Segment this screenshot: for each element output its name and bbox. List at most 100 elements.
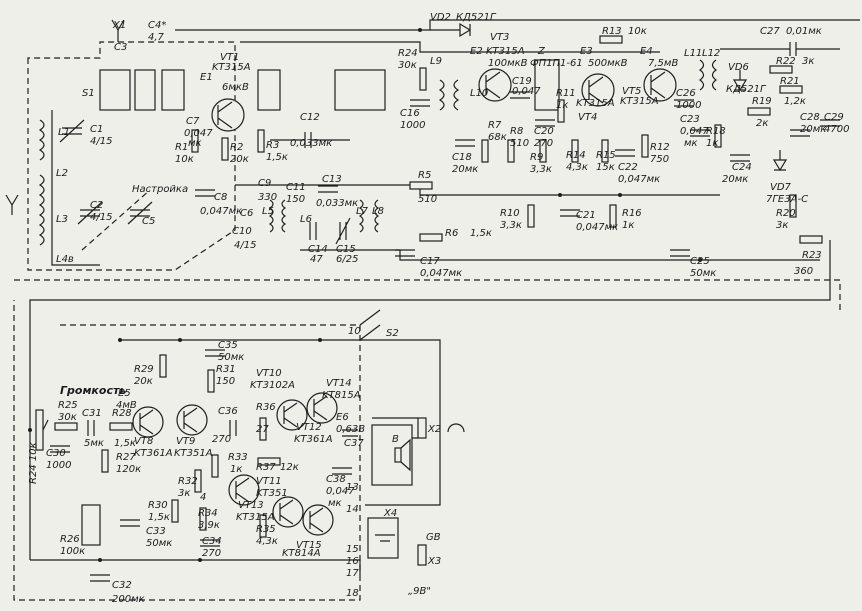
capacitor-c17 <box>395 249 415 257</box>
resistor-r6 <box>419 233 443 242</box>
capacitor-c14 <box>309 222 317 240</box>
resistor-r10 <box>527 204 535 228</box>
label-c12-value: 0,033мк <box>290 138 332 149</box>
label-l7: L7 <box>356 206 369 217</box>
label-vt5: VT5 <box>622 86 641 97</box>
capacitor-c36 <box>229 420 237 436</box>
label-x3: X3 <box>427 556 441 567</box>
transistor-vt4 <box>581 73 615 107</box>
transistor-vt5 <box>643 68 677 102</box>
label-r2-value: 20к <box>230 154 249 165</box>
label-c15: C15 <box>336 244 356 255</box>
label-c19-value: 0,047 <box>512 86 541 97</box>
audio-ground-rail <box>30 559 361 575</box>
resistor-r29 <box>159 354 167 378</box>
label-c9-value: 330 <box>258 192 277 203</box>
label-r35: R35 <box>256 524 276 535</box>
label-c25-value: 50мк <box>690 268 716 279</box>
label-vt1: VT1 <box>220 52 239 63</box>
label-l8: L8 <box>372 206 384 217</box>
label-c28-value: 20мк <box>800 124 826 135</box>
rf-upper-bus <box>240 41 660 53</box>
resistor-r14 <box>571 139 579 163</box>
label-c32: C32 <box>112 580 132 591</box>
label-c18: C18 <box>452 152 472 163</box>
label-r24-top: R24 <box>398 48 418 59</box>
label-l12: L12 <box>702 48 720 59</box>
label-c4-value: 4,7 <box>148 32 165 43</box>
label-r28-value: 1,5к <box>114 438 136 449</box>
label-s1: S1 <box>82 88 95 99</box>
label-c30: C30 <box>46 448 66 459</box>
capacitor-c15 <box>335 217 351 245</box>
label-vt13-type: KT315A <box>236 512 275 523</box>
resistor-r24-top <box>419 67 427 91</box>
label-vt1-type: KT315A <box>212 62 251 73</box>
label-r6: R6 <box>445 228 458 239</box>
label-x1: X1 <box>112 20 126 31</box>
label-r30: R30 <box>148 500 168 511</box>
label-vt4-type: KT315A <box>576 98 615 109</box>
label-c7-value: 0,047 <box>184 128 213 139</box>
coil-l2-l4 <box>38 174 45 246</box>
diode-vd6 <box>732 70 748 92</box>
label-r20: R20 <box>776 208 796 219</box>
label-r34-value: 3,9к <box>198 520 220 531</box>
label-gromkost: Громкость <box>60 384 126 397</box>
resistor-r12 <box>641 134 649 158</box>
label-pin-13: 13 <box>346 482 359 493</box>
label-c31-value: 5мк <box>84 438 104 449</box>
label-c33-value: 50мк <box>146 538 172 549</box>
tuning-gang-linkage <box>81 189 151 251</box>
label-r26: R26 <box>60 534 80 545</box>
label-c8: C8 <box>214 192 227 203</box>
volume-wiper <box>42 419 49 431</box>
label-r10-value: 3,3к <box>500 220 522 231</box>
label-c13: C13 <box>322 174 342 185</box>
capacitor-c29 <box>820 119 840 127</box>
capacitor-c38 <box>332 467 352 475</box>
label-r3-value: 1,5к <box>266 152 288 163</box>
transistor-vt10 <box>276 399 308 431</box>
label-r15-value: 15к <box>596 162 615 173</box>
capacitor-c18 <box>455 139 475 147</box>
resistor-r26-pot <box>81 504 101 546</box>
label-c35-value: 50мк <box>218 352 244 363</box>
label-e6: E6 <box>336 412 349 423</box>
label-r13-value: 10к <box>628 26 647 37</box>
label-vt8: VT8 <box>134 436 153 447</box>
top-supply-rail <box>175 19 860 31</box>
capacitor-c35 <box>205 349 225 357</box>
label-r36: R36 <box>256 402 276 413</box>
transistor-vt8 <box>132 406 164 438</box>
label-c20: C20 <box>534 126 554 137</box>
label-e3: E3 <box>580 46 593 57</box>
label-c4: C4* <box>148 20 166 31</box>
connector-x4 <box>367 517 399 559</box>
label-r31-value: 150 <box>216 376 235 387</box>
lower-bus <box>300 249 820 261</box>
capacitor-c20 <box>535 119 555 127</box>
label-r7: R7 <box>488 120 502 131</box>
tuner-shield-outline <box>27 41 236 271</box>
capacitor-c5 <box>127 201 153 225</box>
label-r25: R25 <box>58 400 78 411</box>
label-r16-value: 1к <box>622 220 634 231</box>
label-r18-value: 1к <box>706 138 718 149</box>
label-r33: R33 <box>228 452 248 463</box>
label-r32: R32 <box>178 476 198 487</box>
label-c17: C17 <box>420 256 440 267</box>
label-r7-value: 68к <box>488 132 507 143</box>
capacitor-c2 <box>77 201 103 225</box>
label-c8-value: 0,047мк <box>200 206 242 217</box>
resistor-r20 <box>789 194 797 218</box>
coil-l7-l8 <box>358 199 380 233</box>
zener-vd7 <box>772 150 788 172</box>
label-vd7-type: 7ГЕ3А-С <box>766 194 808 205</box>
resistor-r13 <box>599 35 623 44</box>
resistor-r27 <box>101 449 109 473</box>
label-r5-value: 510 <box>418 194 437 205</box>
label-c3: C3 <box>114 42 127 53</box>
label-e2: E2 <box>470 46 483 57</box>
